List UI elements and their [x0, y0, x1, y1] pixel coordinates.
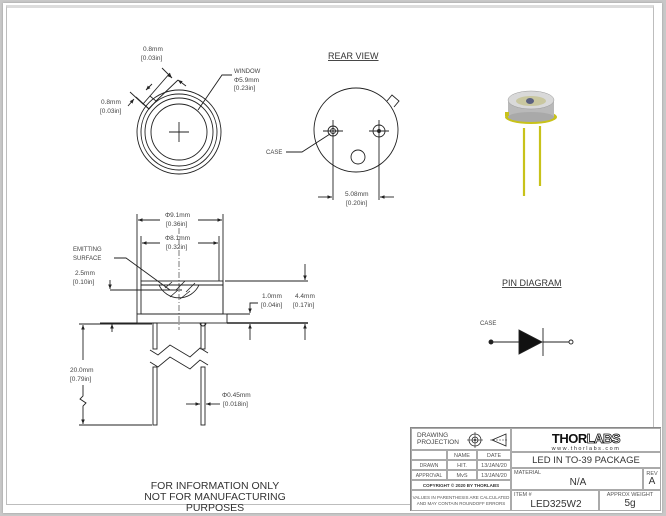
window-circle — [150, 103, 208, 161]
top-tab-dim-in: [0.03in] — [141, 55, 163, 62]
projection-cell: DRAWING PROJECTION — [411, 428, 511, 450]
notice-line-1: FOR INFORMATION ONLY — [150, 480, 280, 492]
flange — [136, 313, 228, 324]
inner-diameter-mm: Φ8.1mm — [165, 235, 190, 242]
diode-symbol — [488, 328, 574, 356]
front-view — [127, 67, 232, 175]
outer-diameter-mm: Φ9.1mm — [165, 212, 190, 219]
outer-flange-circle — [136, 89, 222, 175]
flange-thickness-mm: 1.0mm — [262, 293, 282, 300]
material-label: MATERIAL — [514, 470, 542, 476]
drawn-label: DRAWN — [411, 460, 447, 470]
weight-value: 5g — [624, 498, 636, 509]
emitting-surface-label-2: SURFACE — [73, 256, 101, 262]
thorlabs-logo: THORLABS — [551, 431, 621, 447]
led-3d-render — [505, 90, 557, 196]
lead-length-mm: 20.0mm — [70, 367, 93, 374]
sheet-border — [6, 5, 654, 505]
emitter-depth-mm: 2.5mm — [75, 270, 95, 277]
outer-diameter-in: [0.36in] — [166, 221, 188, 228]
side-tab-dim-in: [0.03in] — [100, 108, 122, 115]
rev-label: REV — [646, 471, 658, 477]
third-angle-projection-icon — [467, 432, 508, 448]
rear-outline-circle — [313, 87, 399, 173]
material-value: N/A — [569, 477, 587, 488]
weight-cell: APPROX WEIGHT 5g — [599, 490, 661, 511]
rev-cell: REV A — [643, 468, 661, 490]
total-height-mm: 4.4mm — [295, 293, 315, 300]
approval-date: 13/JAN/20 — [477, 470, 511, 480]
pin-diagram-title: PIN DIAGRAM — [502, 278, 562, 288]
item-number: LED325W2 — [530, 499, 582, 510]
weight-label: APPROX WEIGHT — [606, 492, 654, 498]
approval-name: MvS — [447, 470, 477, 480]
item-cell: ITEM # LED325W2 — [511, 490, 599, 511]
window-dim-mm: Φ5.9mm — [234, 77, 259, 84]
lead-diameter-in: [0.018in] — [223, 401, 248, 408]
item-label: ITEM # — [514, 492, 532, 498]
rear-view — [286, 87, 400, 200]
projection-label-1: DRAWING — [417, 432, 449, 439]
lead-diameter-mm: Φ0.45mm — [222, 392, 251, 399]
drawn-name: HIT. — [447, 460, 477, 470]
material-cell: MATERIAL N/A — [511, 468, 643, 490]
copyright: COPYRIGHT © 2020 BY THORLABS — [411, 480, 511, 490]
website: www.thorlabs.com — [551, 446, 621, 452]
notice-line-2: NOT FOR MANUFACTURING PURPOSES — [144, 491, 286, 514]
col-date-header: DATE — [477, 450, 511, 460]
col-name-header: NAME — [447, 450, 477, 460]
emitting-surface-label-1: EMITTING — [73, 247, 102, 253]
window-label: WINDOW — [234, 69, 261, 75]
top-tab-dim-mm: 0.8mm — [143, 46, 163, 53]
lead-length-in: [0.79in] — [70, 376, 92, 383]
rear-view-title: REAR VIEW — [328, 51, 379, 61]
approval-label: APPROVAL — [411, 470, 447, 480]
information-notice: FOR INFORMATION ONLY NOT FOR MANUFACTURI… — [115, 481, 315, 514]
side-view — [79, 214, 308, 426]
total-height-in: [0.17in] — [293, 302, 315, 309]
emitter-depth-in: [0.10in] — [73, 279, 95, 286]
side-tab-dim-mm: 0.8mm — [101, 99, 121, 106]
inner-diameter-in: [0.32in] — [166, 244, 188, 251]
window-dim-in: [0.23in] — [234, 85, 256, 92]
anode-terminal — [568, 339, 574, 345]
rear-tab — [386, 94, 400, 108]
flange-thickness-in: [0.04in] — [261, 302, 283, 309]
values-note: VALUES IN PARENTHESIS ARE CALCULATED AND… — [411, 490, 511, 511]
drawn-date: 13/JAN/20 — [477, 460, 511, 470]
rear-hole — [350, 149, 366, 165]
title-block: DRAWING PROJECTION NAME DATE DRAWN HIT. … — [410, 427, 661, 511]
pin-spacing-mm: 5.08mm — [345, 191, 368, 198]
logo-cell: THORLABS www.thorlabs.com — [511, 428, 661, 452]
pin-spacing-in: [0.20in] — [346, 200, 368, 207]
rear-case-label: CASE — [266, 150, 282, 156]
rev-value: A — [648, 476, 656, 487]
pin-diagram-case-label: CASE — [480, 321, 496, 327]
projection-label-2: PROJECTION — [417, 439, 459, 446]
drawing-title: LED IN TO-39 PACKAGE — [511, 452, 661, 468]
